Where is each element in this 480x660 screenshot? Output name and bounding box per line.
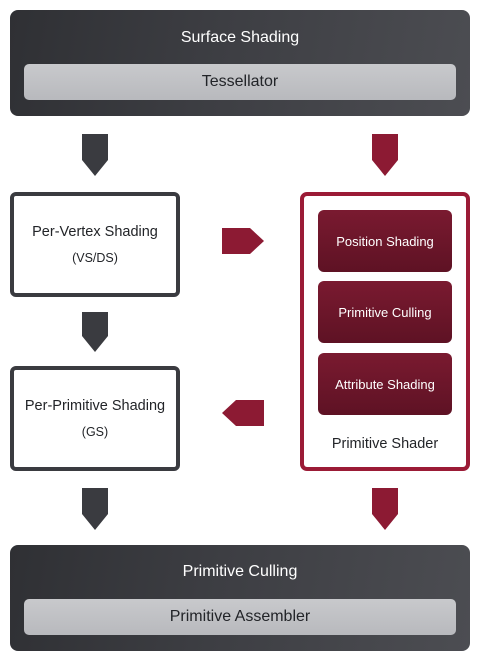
per-primitive-shading-label: Per-Primitive Shading [24,397,166,414]
tessellator-bar: Tessellator [24,64,456,100]
primitive-culling-item: Primitive Culling [318,281,452,343]
arrow-down-left-2 [82,312,108,352]
per-vertex-shading-label: Per-Vertex Shading [32,223,158,240]
surface-shading-title: Surface Shading [180,29,300,46]
arrow-left [222,400,264,426]
primitive-shader-caption: Primitive Shader [331,436,439,452]
per-primitive-shading-box: Per-Primitive Shading (GS) [10,366,180,471]
surface-shading-block: Surface Shading Tessellator [10,10,470,116]
primitive-assembler-bar: Primitive Assembler [24,599,456,635]
arrow-right [222,228,264,254]
per-vertex-shading-box: Per-Vertex Shading (VS/DS) [10,192,180,297]
gs-label: (GS) [81,424,109,439]
attribute-shading-item: Attribute Shading [318,353,452,415]
primitive-culling-block: Primitive Culling Primitive Assembler [10,545,470,651]
arrow-down-right-2 [372,488,398,530]
primitive-culling-title: Primitive Culling [182,563,298,580]
arrow-down-left-1 [82,134,108,176]
arrow-down-left-3 [82,488,108,530]
position-shading-item: Position Shading [318,210,452,272]
vs-ds-label: (VS/DS) [72,250,118,265]
arrow-down-right-1 [372,134,398,176]
primitive-shader-box: Position Shading Primitive Culling Attri… [300,192,470,471]
